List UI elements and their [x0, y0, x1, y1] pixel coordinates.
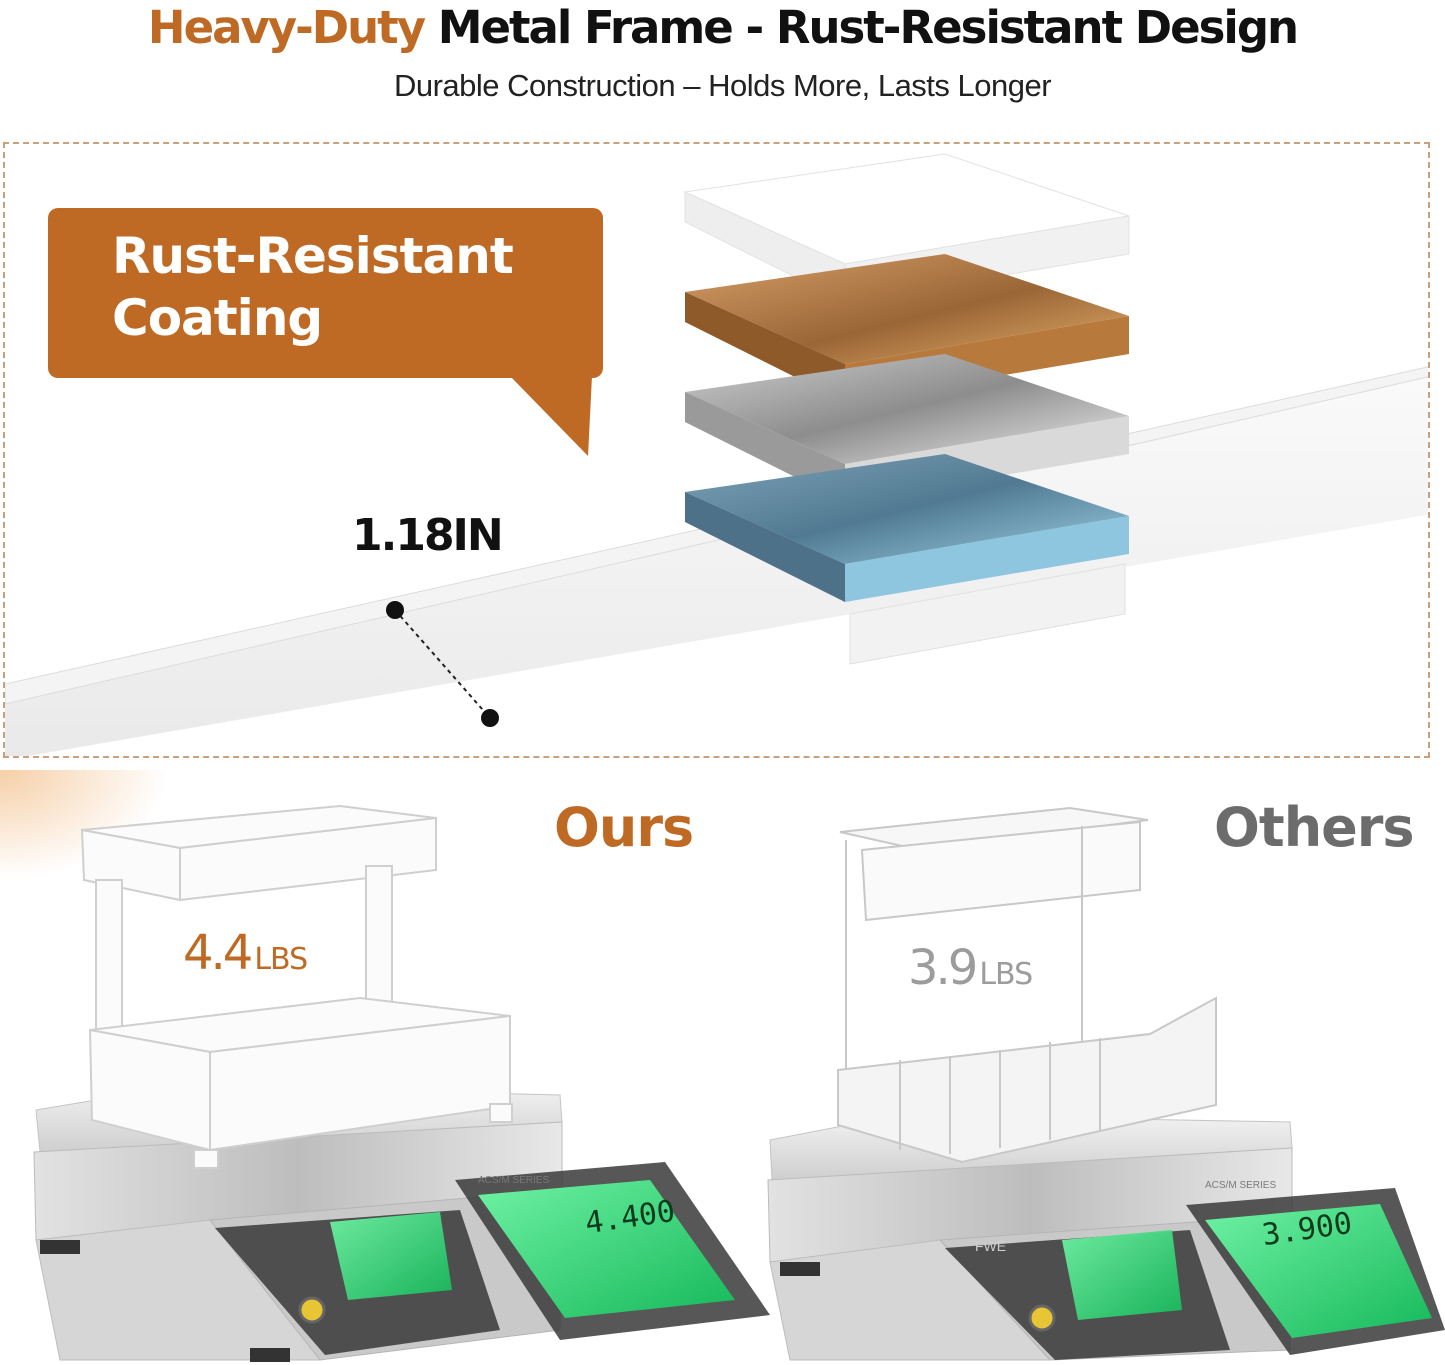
coating-detail-panel	[3, 142, 1430, 758]
weight-others-unit: LBS	[979, 957, 1033, 992]
weight-others-value: 3.9	[908, 940, 978, 996]
shelf-bar-top	[5, 376, 1428, 756]
callout-text: Rust-Resistant Coating	[112, 225, 582, 349]
others-brand-label: FWE	[975, 1238, 1007, 1254]
weight-ours-unit: LBS	[254, 942, 308, 977]
headline-accent: Heavy-Duty	[147, 1, 426, 54]
headline-rest: Metal Frame - Rust-Resistant Design	[437, 1, 1299, 54]
ours-series-label: ACS/M SERIES	[478, 1175, 550, 1186]
others-series-label: ACS/M SERIES	[1205, 1180, 1277, 1191]
weight-ours-value: 4.4	[183, 925, 253, 981]
subtitle: Durable Construction – Holds More, Lasts…	[393, 68, 1052, 103]
label-others: Others	[1214, 796, 1415, 859]
callout-line-1: Rust-Resistant	[112, 227, 514, 285]
label-ours: Ours	[554, 796, 694, 859]
scale-others	[767, 1114, 1445, 1361]
callout-line-2: Coating	[112, 289, 323, 347]
rack-others	[837, 806, 1217, 1164]
layer-blue	[685, 454, 1129, 602]
callout-tail	[510, 376, 592, 456]
dimension-label: 1.18IN	[352, 510, 504, 561]
layer-base	[849, 563, 1126, 665]
dimension-dot-bottom	[481, 709, 499, 727]
dimension-dot-top	[386, 601, 404, 619]
rack-ours	[80, 804, 513, 1169]
headline: Heavy-Duty Metal Frame - Rust-Resistant …	[0, 0, 1445, 60]
coating-illustration	[5, 153, 1428, 756]
coating-callout	[48, 208, 603, 378]
comparison-illustration	[33, 804, 1445, 1362]
